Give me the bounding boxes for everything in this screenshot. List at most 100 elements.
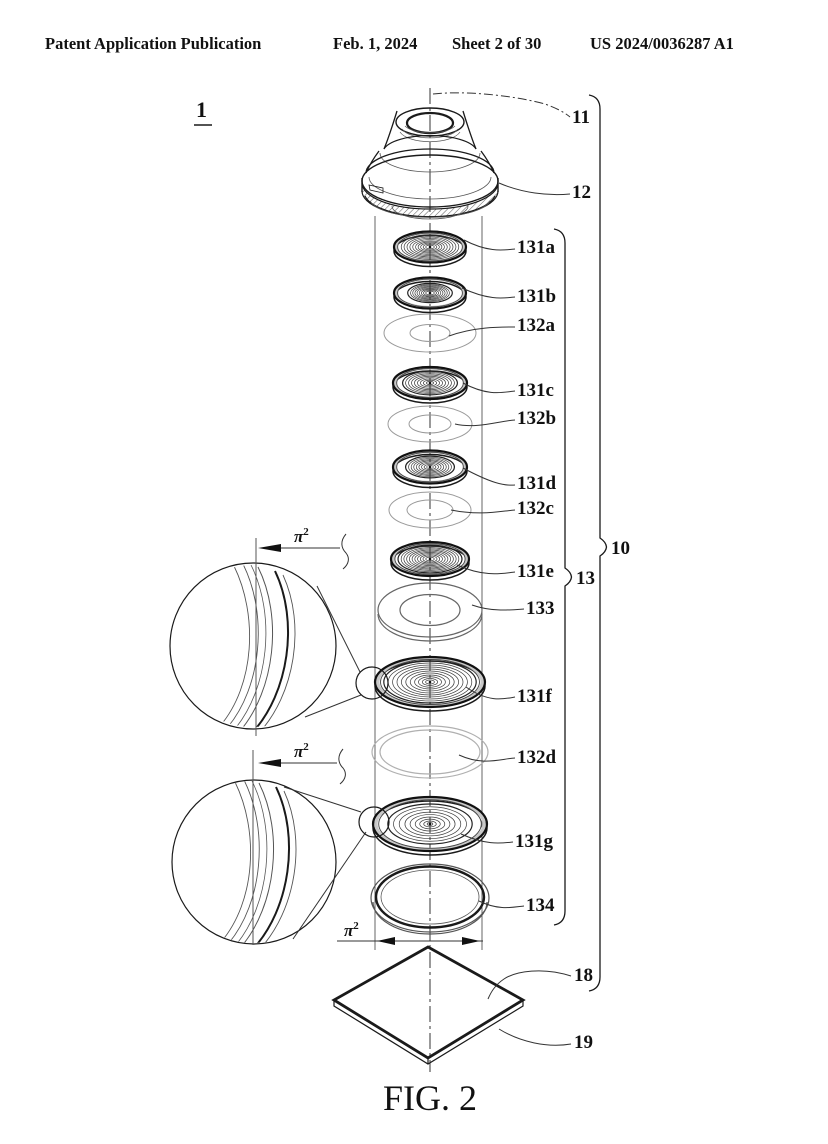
label-131a: 131a xyxy=(517,237,556,258)
lens-ring xyxy=(415,240,445,254)
label-131e: 131e xyxy=(517,561,554,582)
reference-brackets xyxy=(553,94,608,992)
leader-132a xyxy=(448,326,516,337)
spacer-aperture xyxy=(399,593,461,627)
lens-apex-dot xyxy=(428,245,432,249)
leader-131e xyxy=(456,564,516,575)
lens-outline xyxy=(392,276,468,310)
leader-lines xyxy=(432,92,572,1046)
lens-ring xyxy=(414,375,446,391)
lens-ring xyxy=(393,806,467,842)
lens-shading xyxy=(376,656,484,708)
lens-outline xyxy=(389,540,471,578)
lens-ring xyxy=(401,668,459,696)
header-publication: Patent Application Publication xyxy=(45,34,262,53)
spacer-outer xyxy=(388,491,472,529)
magnifier-detail-lower xyxy=(171,748,390,945)
label-132a: 132a xyxy=(517,315,556,336)
lens-ring xyxy=(422,243,438,251)
leader-131b xyxy=(461,287,516,299)
lens-zone-edge xyxy=(402,370,458,396)
magnifier-detail-upper xyxy=(169,533,389,736)
break-squiggle xyxy=(338,748,346,785)
lens-ring xyxy=(420,242,440,252)
dim-arrowhead-right xyxy=(462,937,480,945)
bracket-13 xyxy=(553,228,573,926)
lens-element xyxy=(392,230,468,268)
lens-ring xyxy=(421,288,439,298)
leader-131c xyxy=(462,382,516,394)
lens-ring xyxy=(426,465,434,469)
pi-arrowhead xyxy=(258,544,281,552)
lens-ring xyxy=(423,289,437,297)
pi-symbol-lower: π2 xyxy=(294,741,309,761)
lens-ring xyxy=(425,679,435,685)
pi-symbol-dimension: π2 xyxy=(344,920,359,940)
detail-source-circle xyxy=(358,806,390,838)
lens-apex-dot xyxy=(428,291,432,295)
label-131f: 131f xyxy=(517,686,553,707)
lens-ring xyxy=(409,672,451,692)
lens-ring xyxy=(425,381,435,385)
bracket-10 xyxy=(588,94,608,992)
lens-ring xyxy=(423,820,437,828)
pi-arrowhead xyxy=(258,759,281,767)
lens-ring xyxy=(408,549,452,569)
lens-ring xyxy=(404,811,456,837)
lens-ring xyxy=(403,235,457,259)
lens-zone-edge xyxy=(407,282,453,304)
lens-ring xyxy=(408,457,452,477)
leader-11 xyxy=(432,92,571,118)
lens-ring xyxy=(400,234,460,260)
header-doc-number: US 2024/0036287 A1 xyxy=(590,34,734,53)
lens-ring xyxy=(392,664,468,700)
label-132d: 132d xyxy=(517,747,557,768)
magnifier-circle xyxy=(171,779,337,945)
lens-outline xyxy=(391,449,469,485)
lens-inner-rim xyxy=(380,659,480,705)
label-18: 18 xyxy=(574,965,593,986)
spacer-outer xyxy=(383,313,477,353)
spacer-aperture xyxy=(379,729,481,775)
lens-outline xyxy=(392,230,468,264)
label-131b: 131b xyxy=(517,286,556,307)
lens-ring xyxy=(421,462,439,472)
leader-18 xyxy=(487,970,572,1000)
lens-ring xyxy=(418,461,442,473)
pi-symbols: π2 π2 π2 xyxy=(294,526,359,940)
lens-ring xyxy=(410,284,450,302)
lens-ring xyxy=(422,555,438,563)
break-squiggle xyxy=(341,533,349,570)
lens-element xyxy=(373,655,487,712)
spacer-element xyxy=(377,582,483,642)
spacer-bottom-rim xyxy=(377,613,483,642)
lens-ring xyxy=(425,290,435,296)
spacer-aperture xyxy=(409,324,451,342)
lens-outline xyxy=(373,655,487,709)
lens-inner-rim xyxy=(394,543,466,575)
lens-inner-rim xyxy=(396,451,464,483)
lens-zone-edge xyxy=(397,544,463,574)
spacer-outer xyxy=(371,725,489,779)
lens-ring xyxy=(417,377,443,389)
leader-133 xyxy=(471,604,525,611)
leader-131a xyxy=(463,239,516,251)
label-134: 134 xyxy=(526,895,555,916)
lens-inner-rim xyxy=(397,232,463,262)
lens-ring xyxy=(414,674,446,690)
magnified-lens-edge-curves xyxy=(220,781,297,943)
lens-ring xyxy=(420,378,440,388)
lens-ring xyxy=(403,547,457,571)
lens-shading xyxy=(374,796,486,852)
lens-outline xyxy=(391,365,469,401)
lens-ring xyxy=(416,287,444,299)
lens-ring xyxy=(405,670,455,694)
lens-ring xyxy=(414,816,446,832)
leader-132d xyxy=(458,754,516,762)
image-sensor-plate xyxy=(331,945,526,1065)
lens-ring xyxy=(425,556,435,562)
lens-apex-dot xyxy=(428,381,432,385)
retainer-ring xyxy=(370,863,490,935)
